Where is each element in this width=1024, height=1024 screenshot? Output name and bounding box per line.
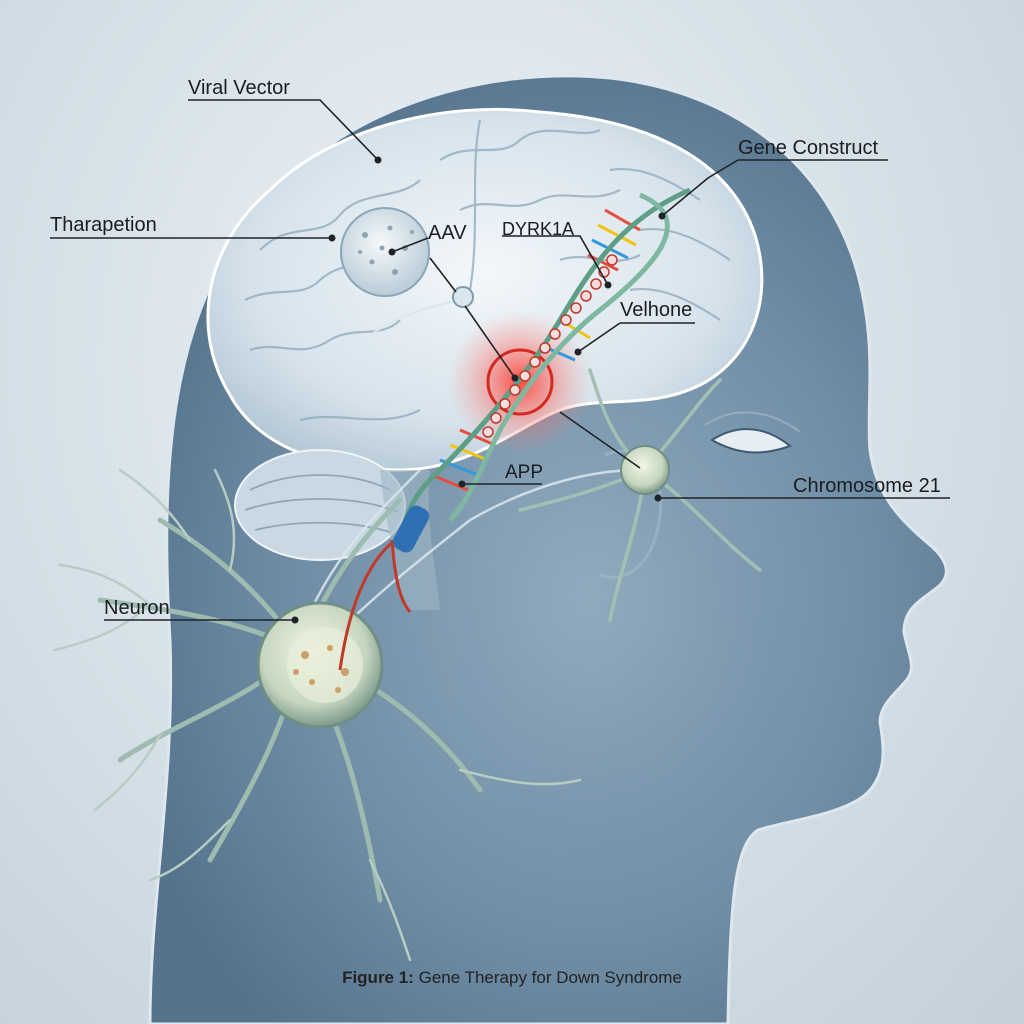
label-dyrk1a: DYRK1A [502, 219, 575, 239]
neuron-large [53, 468, 582, 962]
label-neuron: Neuron [104, 597, 170, 619]
injection-line [338, 538, 412, 671]
label-tharapetion: Tharapetion [50, 214, 157, 236]
label-velhone: Velhone [620, 299, 693, 321]
eye [710, 428, 793, 454]
label-gene-construct: Gene Construct [738, 137, 879, 159]
target-ring [486, 348, 554, 416]
caption-prefix: Figure 1: [342, 968, 414, 987]
caption-text: Gene Therapy for Down Syndrome [418, 968, 682, 987]
brain-gyri [244, 119, 731, 422]
dna-helix [392, 187, 691, 553]
label-app: APP [505, 462, 544, 483]
brain [206, 107, 764, 472]
figure-caption: Figure 1: Gene Therapy for Down Syndrome [0, 968, 1024, 988]
cerebellum [234, 449, 406, 561]
aav-particle [340, 207, 474, 308]
label-chromosome-21: Chromosome 21 [793, 475, 941, 497]
leader-dots [291, 156, 666, 624]
label-viral-vector: Viral Vector [188, 77, 290, 99]
label-aav: AAV [428, 222, 467, 244]
neuron-small [518, 368, 762, 622]
leader-lines [50, 99, 950, 621]
